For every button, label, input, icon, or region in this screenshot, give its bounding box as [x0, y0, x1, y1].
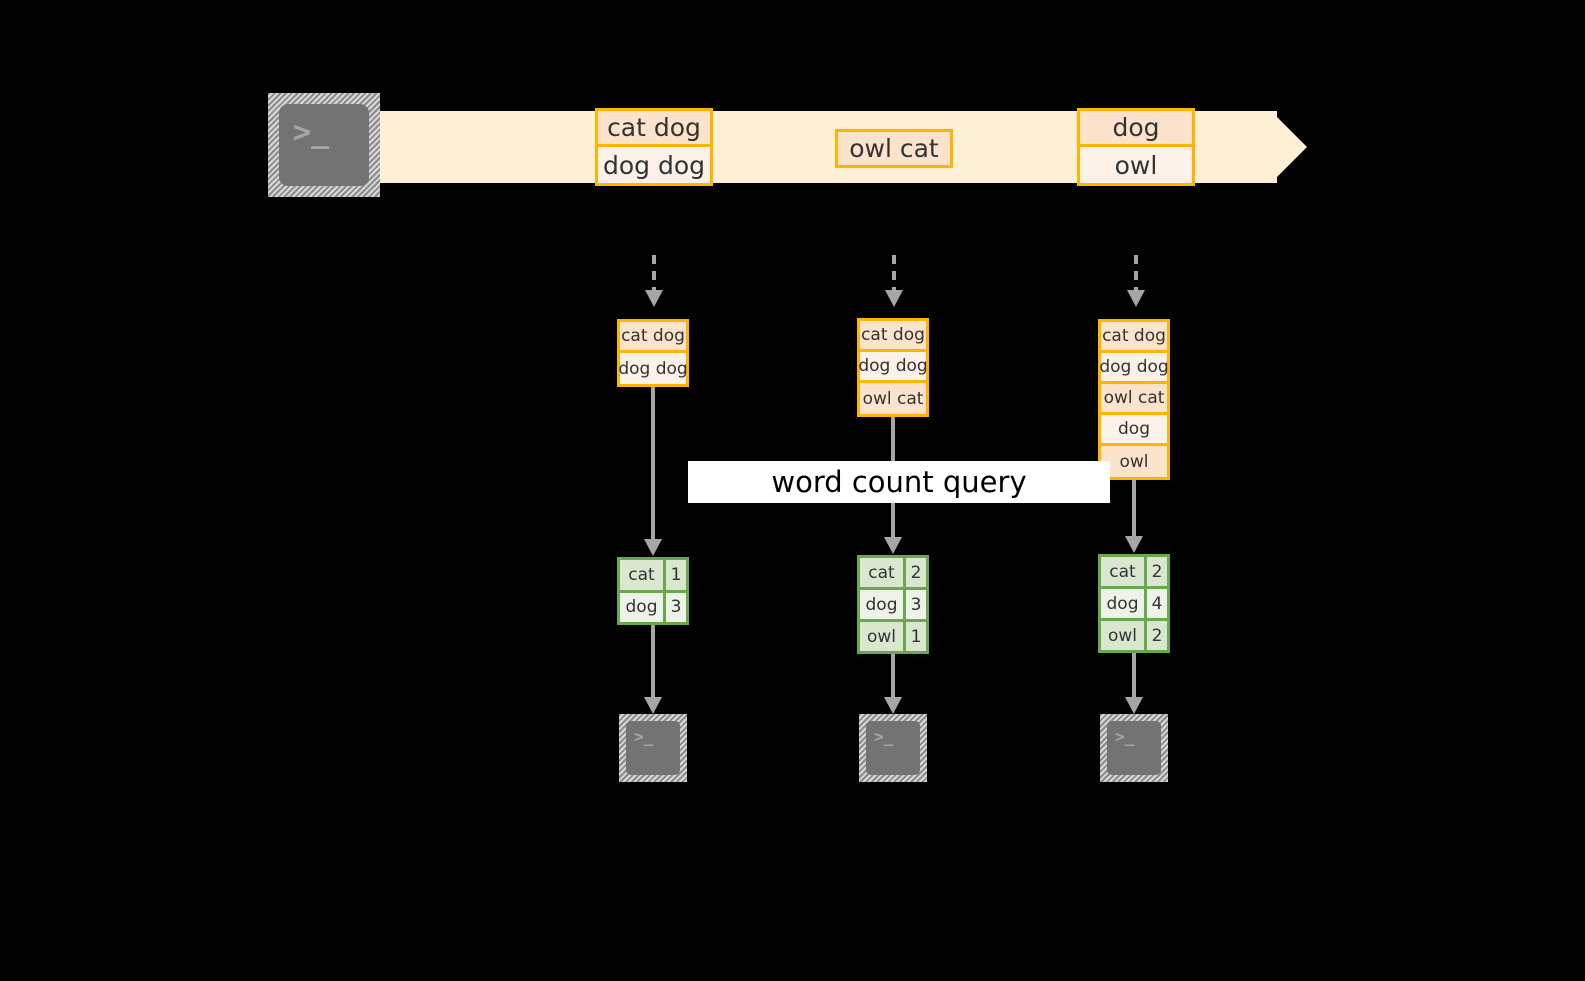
record-line: owl cat — [838, 132, 950, 165]
result-count: 1 — [906, 622, 926, 651]
result-count: 2 — [906, 558, 926, 587]
table-row: owl 1 — [860, 622, 926, 651]
query-label-text: word count query — [771, 465, 1027, 499]
terminal-screen: >_ — [626, 721, 680, 775]
table-row: cat 2 — [860, 558, 926, 590]
state-line: dog dog — [858, 352, 928, 383]
result-count: 2 — [1147, 557, 1167, 586]
state-line: dog — [1101, 415, 1167, 446]
state-line: owl — [1101, 446, 1167, 477]
sink-terminal-icon-3[interactable]: >_ — [1100, 714, 1168, 782]
stream-record-3[interactable]: dog owl — [1077, 108, 1195, 186]
terminal-screen: >_ — [279, 104, 369, 186]
record-line: dog dog — [598, 147, 710, 183]
terminal-prompt-glyph: >_ — [1115, 727, 1135, 746]
result-table-1[interactable]: cat 1 dog 3 — [617, 557, 689, 625]
result-word: cat — [1101, 557, 1147, 586]
result-count: 3 — [666, 592, 686, 622]
table-row: owl 2 — [1101, 621, 1167, 650]
result-count: 2 — [1147, 621, 1167, 650]
state-line: dog dog — [618, 353, 688, 384]
state-snapshot-3[interactable]: cat dog dog dog owl cat dog owl — [1098, 319, 1170, 480]
terminal-prompt-glyph: >_ — [874, 727, 894, 746]
terminal-prompt-glyph: >_ — [634, 727, 654, 746]
terminal-prompt-glyph: >_ — [293, 115, 330, 150]
result-count: 4 — [1147, 589, 1167, 618]
source-terminal-icon[interactable]: >_ — [268, 93, 380, 197]
table-row: cat 1 — [620, 560, 686, 593]
result-word: dog — [860, 590, 906, 619]
state-line: cat dog — [1101, 322, 1167, 353]
stream-record-1[interactable]: cat dog dog dog — [595, 108, 713, 186]
table-row: dog 3 — [620, 592, 686, 622]
result-word: dog — [620, 592, 666, 622]
result-word: cat — [860, 558, 906, 587]
record-line: owl — [1080, 147, 1192, 183]
state-snapshot-1[interactable]: cat dog dog dog — [617, 319, 689, 387]
state-snapshot-2[interactable]: cat dog dog dog owl cat — [857, 318, 929, 417]
terminal-screen: >_ — [1107, 721, 1161, 775]
table-row: dog 4 — [1101, 589, 1167, 621]
query-label: word count query — [688, 461, 1110, 503]
record-line: cat dog — [598, 111, 710, 148]
state-line: cat dog — [620, 322, 686, 353]
state-line: cat dog — [860, 321, 926, 352]
state-line: dog dog — [1099, 353, 1169, 384]
stream-arrowhead — [1271, 111, 1307, 183]
terminal-screen: >_ — [866, 721, 920, 775]
result-word: owl — [1101, 621, 1147, 650]
result-table-2[interactable]: cat 2 dog 3 owl 1 — [857, 555, 929, 654]
stream-record-2[interactable]: owl cat — [835, 129, 953, 168]
result-count: 1 — [666, 560, 686, 590]
sink-terminal-icon-2[interactable]: >_ — [859, 714, 927, 782]
table-row: dog 3 — [860, 590, 926, 622]
state-line: owl cat — [1101, 384, 1167, 415]
result-count: 3 — [906, 590, 926, 619]
result-table-3[interactable]: cat 2 dog 4 owl 2 — [1098, 554, 1170, 653]
result-word: cat — [620, 560, 666, 590]
sink-terminal-icon-1[interactable]: >_ — [619, 714, 687, 782]
result-word: dog — [1101, 589, 1147, 618]
state-line: owl cat — [860, 383, 926, 414]
table-row: cat 2 — [1101, 557, 1167, 589]
record-line: dog — [1080, 111, 1192, 148]
result-word: owl — [860, 622, 906, 651]
